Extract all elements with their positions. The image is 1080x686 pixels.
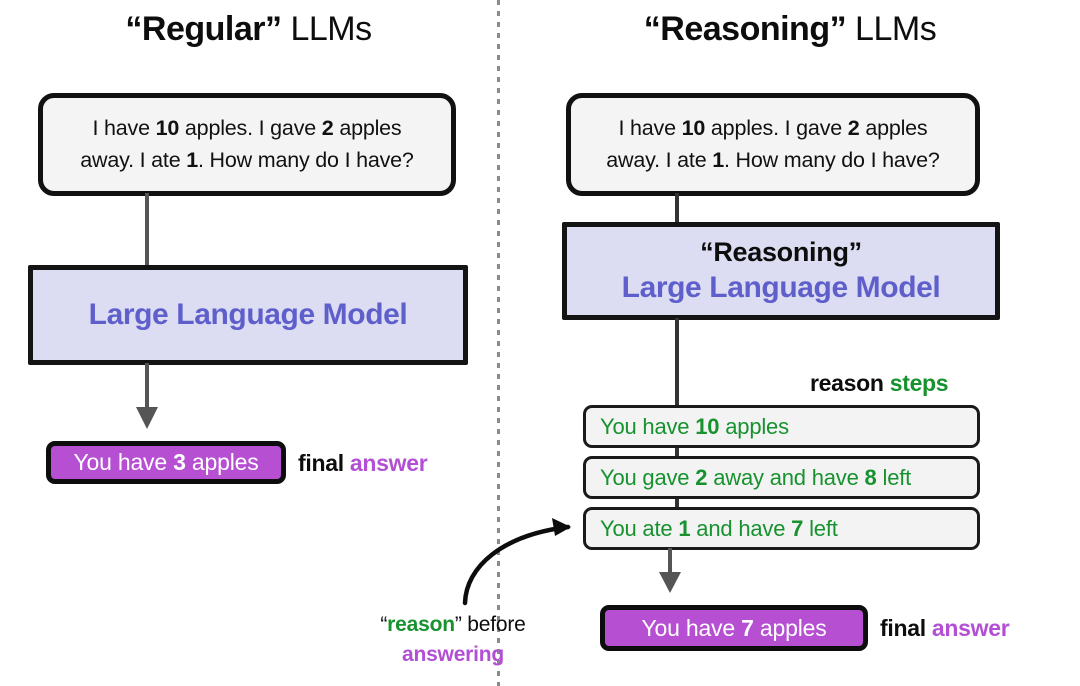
right-answer-text: You have 7 apples <box>641 615 826 642</box>
left-connector-line <box>145 193 149 267</box>
prompt-num: 10 <box>155 115 180 140</box>
right-title-quoted: “Reasoning” <box>643 10 847 48</box>
prompt-seg: apples. I gave <box>179 115 322 140</box>
right-llm-quoted: “Reasoning” <box>700 236 862 267</box>
left-title-rest: LLMs <box>281 10 372 48</box>
answer-word: answer <box>349 450 428 476</box>
prompt-seg: I have <box>92 115 156 140</box>
right-prompt-box: I have 10 apples. I gave 2 apples away. … <box>566 93 980 196</box>
left-llm-box: Large Language Model <box>28 265 468 365</box>
right-llm-box: “Reasoning” Large Language Model <box>562 222 1000 320</box>
right-connector-line <box>675 193 679 224</box>
left-answer-text: You have 3 apples <box>73 449 258 476</box>
step-seg: and have <box>690 515 792 541</box>
left-prompt-text: I have 10 apples. I gave 2 apples away. … <box>80 113 414 176</box>
prompt-seg: apples <box>859 115 928 140</box>
column-divider <box>497 0 500 686</box>
left-answer-box: You have 3 apples <box>46 441 286 484</box>
answer-seg: apples <box>753 614 827 641</box>
prompt-num: 1 <box>186 147 198 172</box>
right-column-title: “Reasoning” LLMs <box>540 10 1040 49</box>
step-num: 7 <box>791 515 804 541</box>
reason-word: reason <box>387 613 455 636</box>
prompt-seg: . How many do I have? <box>198 147 414 172</box>
reason-step-3: You ate 1 and have 7 left <box>583 507 980 550</box>
right-title-rest: LLMs <box>846 10 937 48</box>
step-seg: left <box>876 464 912 490</box>
step-3-text: You ate 1 and have 7 left <box>600 516 838 542</box>
answer-num: 7 <box>741 614 754 641</box>
step-seg: away and have <box>707 464 865 490</box>
before-word: before <box>461 613 526 636</box>
step-seg: You have <box>600 413 696 439</box>
left-title-quoted: “Regular” <box>125 10 282 48</box>
step-seg: You gave <box>600 464 696 490</box>
answer-word: answer <box>931 615 1010 641</box>
reason-word: reason <box>810 370 890 396</box>
final-word: final <box>298 450 350 476</box>
reason-steps-label: reason steps <box>810 370 949 397</box>
step-num: 2 <box>695 464 708 490</box>
left-llm-label: Large Language Model <box>88 297 408 331</box>
answer-seg: apples <box>185 449 259 475</box>
step-seg: apples <box>719 413 789 439</box>
step-seg: left <box>803 515 838 541</box>
step-num: 1 <box>678 515 691 541</box>
step-seg: You ate <box>600 515 679 541</box>
steps-word: steps <box>889 370 949 396</box>
left-prompt-box: I have 10 apples. I gave 2 apples away. … <box>38 93 456 196</box>
reason-step-2: You gave 2 away and have 8 left <box>583 456 980 499</box>
prompt-seg: away. I ate <box>606 147 713 172</box>
right-final-answer-label: final answer <box>880 615 1010 642</box>
quote-close: ” <box>454 613 462 636</box>
quote-open: “ <box>380 613 388 636</box>
annotation-text: “reason” before answering <box>343 610 563 671</box>
prompt-seg: away. I ate <box>80 147 187 172</box>
step-num: 8 <box>864 464 877 490</box>
answering-word: answering <box>401 643 505 667</box>
answer-num: 3 <box>173 449 186 475</box>
prompt-seg: I have <box>618 115 682 140</box>
prompt-seg: apples. I gave <box>705 115 848 140</box>
reason-step-1: You have 10 apples <box>583 405 980 448</box>
answer-seg: You have <box>641 614 742 641</box>
prompt-seg: apples <box>333 115 402 140</box>
step-num: 10 <box>695 413 720 439</box>
right-llm-label: Large Language Model <box>621 270 941 304</box>
prompt-num: 10 <box>681 115 706 140</box>
right-prompt-text: I have 10 apples. I gave 2 apples away. … <box>606 113 940 176</box>
prompt-seg: . How many do I have? <box>724 147 940 172</box>
left-answer-arrow <box>136 363 158 429</box>
right-answer-box: You have 7 apples <box>600 605 868 651</box>
prompt-num: 2 <box>321 115 334 140</box>
final-word: final <box>880 615 932 641</box>
prompt-num: 1 <box>712 147 724 172</box>
prompt-num: 2 <box>847 115 860 140</box>
step-1-text: You have 10 apples <box>600 414 789 440</box>
reason-before-answering-curved-arrow <box>462 518 571 606</box>
right-answer-arrow <box>659 548 681 593</box>
step-2-text: You gave 2 away and have 8 left <box>600 465 911 491</box>
left-column-title: “Regular” LLMs <box>0 10 497 49</box>
answer-seg: You have <box>73 449 174 475</box>
left-final-answer-label: final answer <box>298 450 428 477</box>
